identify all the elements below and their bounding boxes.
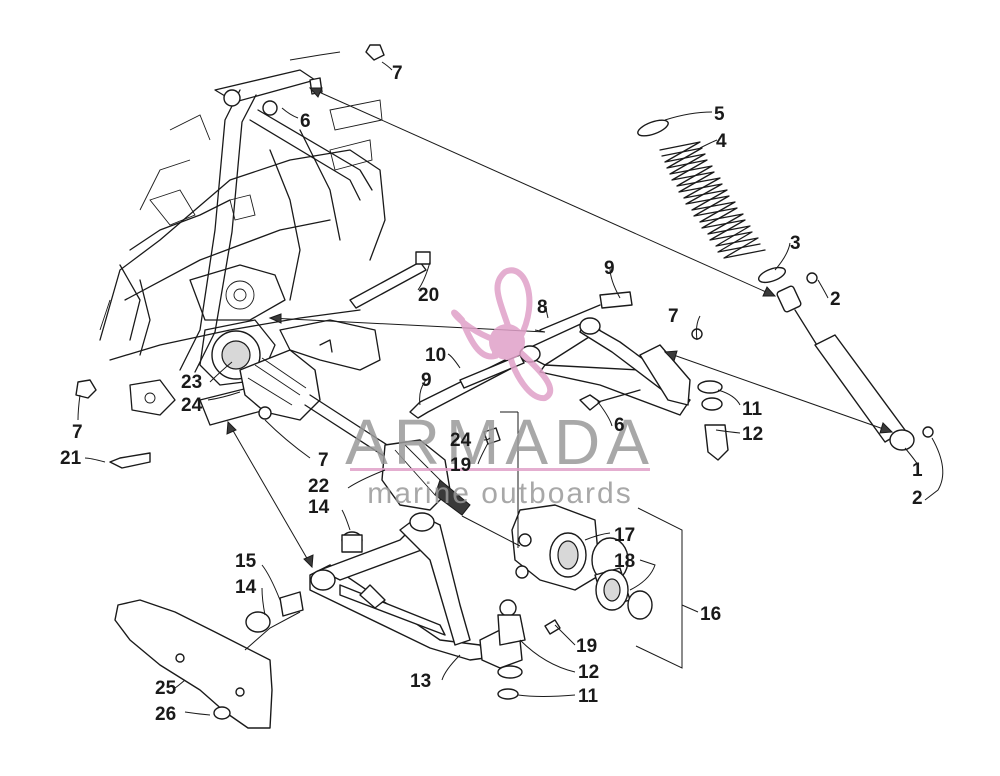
callout-label: 23	[181, 372, 202, 393]
callout-label: 11	[742, 399, 763, 420]
callout-label: 17	[614, 525, 635, 546]
propeller-logo-icon	[451, 267, 554, 401]
wheel-bearing	[591, 537, 653, 620]
callout-label: 12	[742, 424, 763, 445]
upper-a-arm	[519, 291, 729, 461]
callout-label: 7	[392, 63, 403, 84]
callout-label: 13	[410, 671, 431, 692]
lower-ball-joint	[497, 599, 561, 700]
callout-label: 9	[604, 258, 615, 279]
callout-label: 10	[425, 345, 446, 366]
callout-label: 9	[421, 370, 432, 391]
leader-lines	[77, 61, 944, 716]
callout-label: 24	[450, 430, 472, 451]
callout-label: 4	[716, 131, 727, 152]
loose-fasteners	[75, 44, 501, 469]
callout-label: 5	[714, 104, 725, 125]
callout-label: 2	[830, 289, 841, 310]
callout-label: 2	[912, 488, 923, 509]
watermark: ARMADA marine outboards	[345, 267, 655, 510]
watermark-brand: ARMADA	[345, 406, 655, 478]
steering-knuckle	[511, 504, 601, 591]
callout-label: 21	[60, 448, 82, 469]
callout-label: 6	[614, 415, 625, 436]
callout-label: 18	[614, 551, 635, 572]
callout-label: 7	[72, 422, 83, 443]
callout-label: 3	[790, 233, 801, 254]
callout-label: 20	[418, 285, 439, 306]
coil-spring	[637, 119, 787, 284]
callout-label: 25	[155, 678, 177, 699]
lower-a-arm	[245, 512, 523, 669]
callout-label: 11	[578, 686, 599, 707]
callout-labels: 7 6 5 4 3 2 9 20 8 7 10 9 23 24 11 6 12 …	[60, 63, 923, 725]
callout-label: 14	[308, 497, 330, 518]
callout-label: 22	[308, 476, 329, 497]
callout-label: 19	[450, 455, 471, 476]
shock-absorber	[776, 272, 934, 451]
callout-label: 7	[318, 450, 329, 471]
callout-label: 14	[235, 577, 257, 598]
watermark-tagline: marine outboards	[367, 477, 632, 510]
callout-label: 16	[700, 604, 721, 625]
watermark-accent-line	[350, 468, 650, 471]
callout-label: 12	[578, 662, 599, 683]
callout-label: 1	[912, 460, 923, 481]
callout-label: 7	[668, 306, 679, 327]
chassis-frame	[99, 51, 386, 426]
upper-bolts	[349, 251, 641, 419]
callout-label: 8	[537, 297, 548, 318]
cv-axle	[239, 349, 471, 516]
callout-label: 19	[576, 636, 597, 657]
callout-label: 6	[300, 111, 311, 132]
callout-label: 24	[181, 395, 203, 416]
callout-label: 15	[235, 551, 257, 572]
skid-plate	[114, 599, 273, 729]
callout-label: 26	[155, 704, 176, 725]
